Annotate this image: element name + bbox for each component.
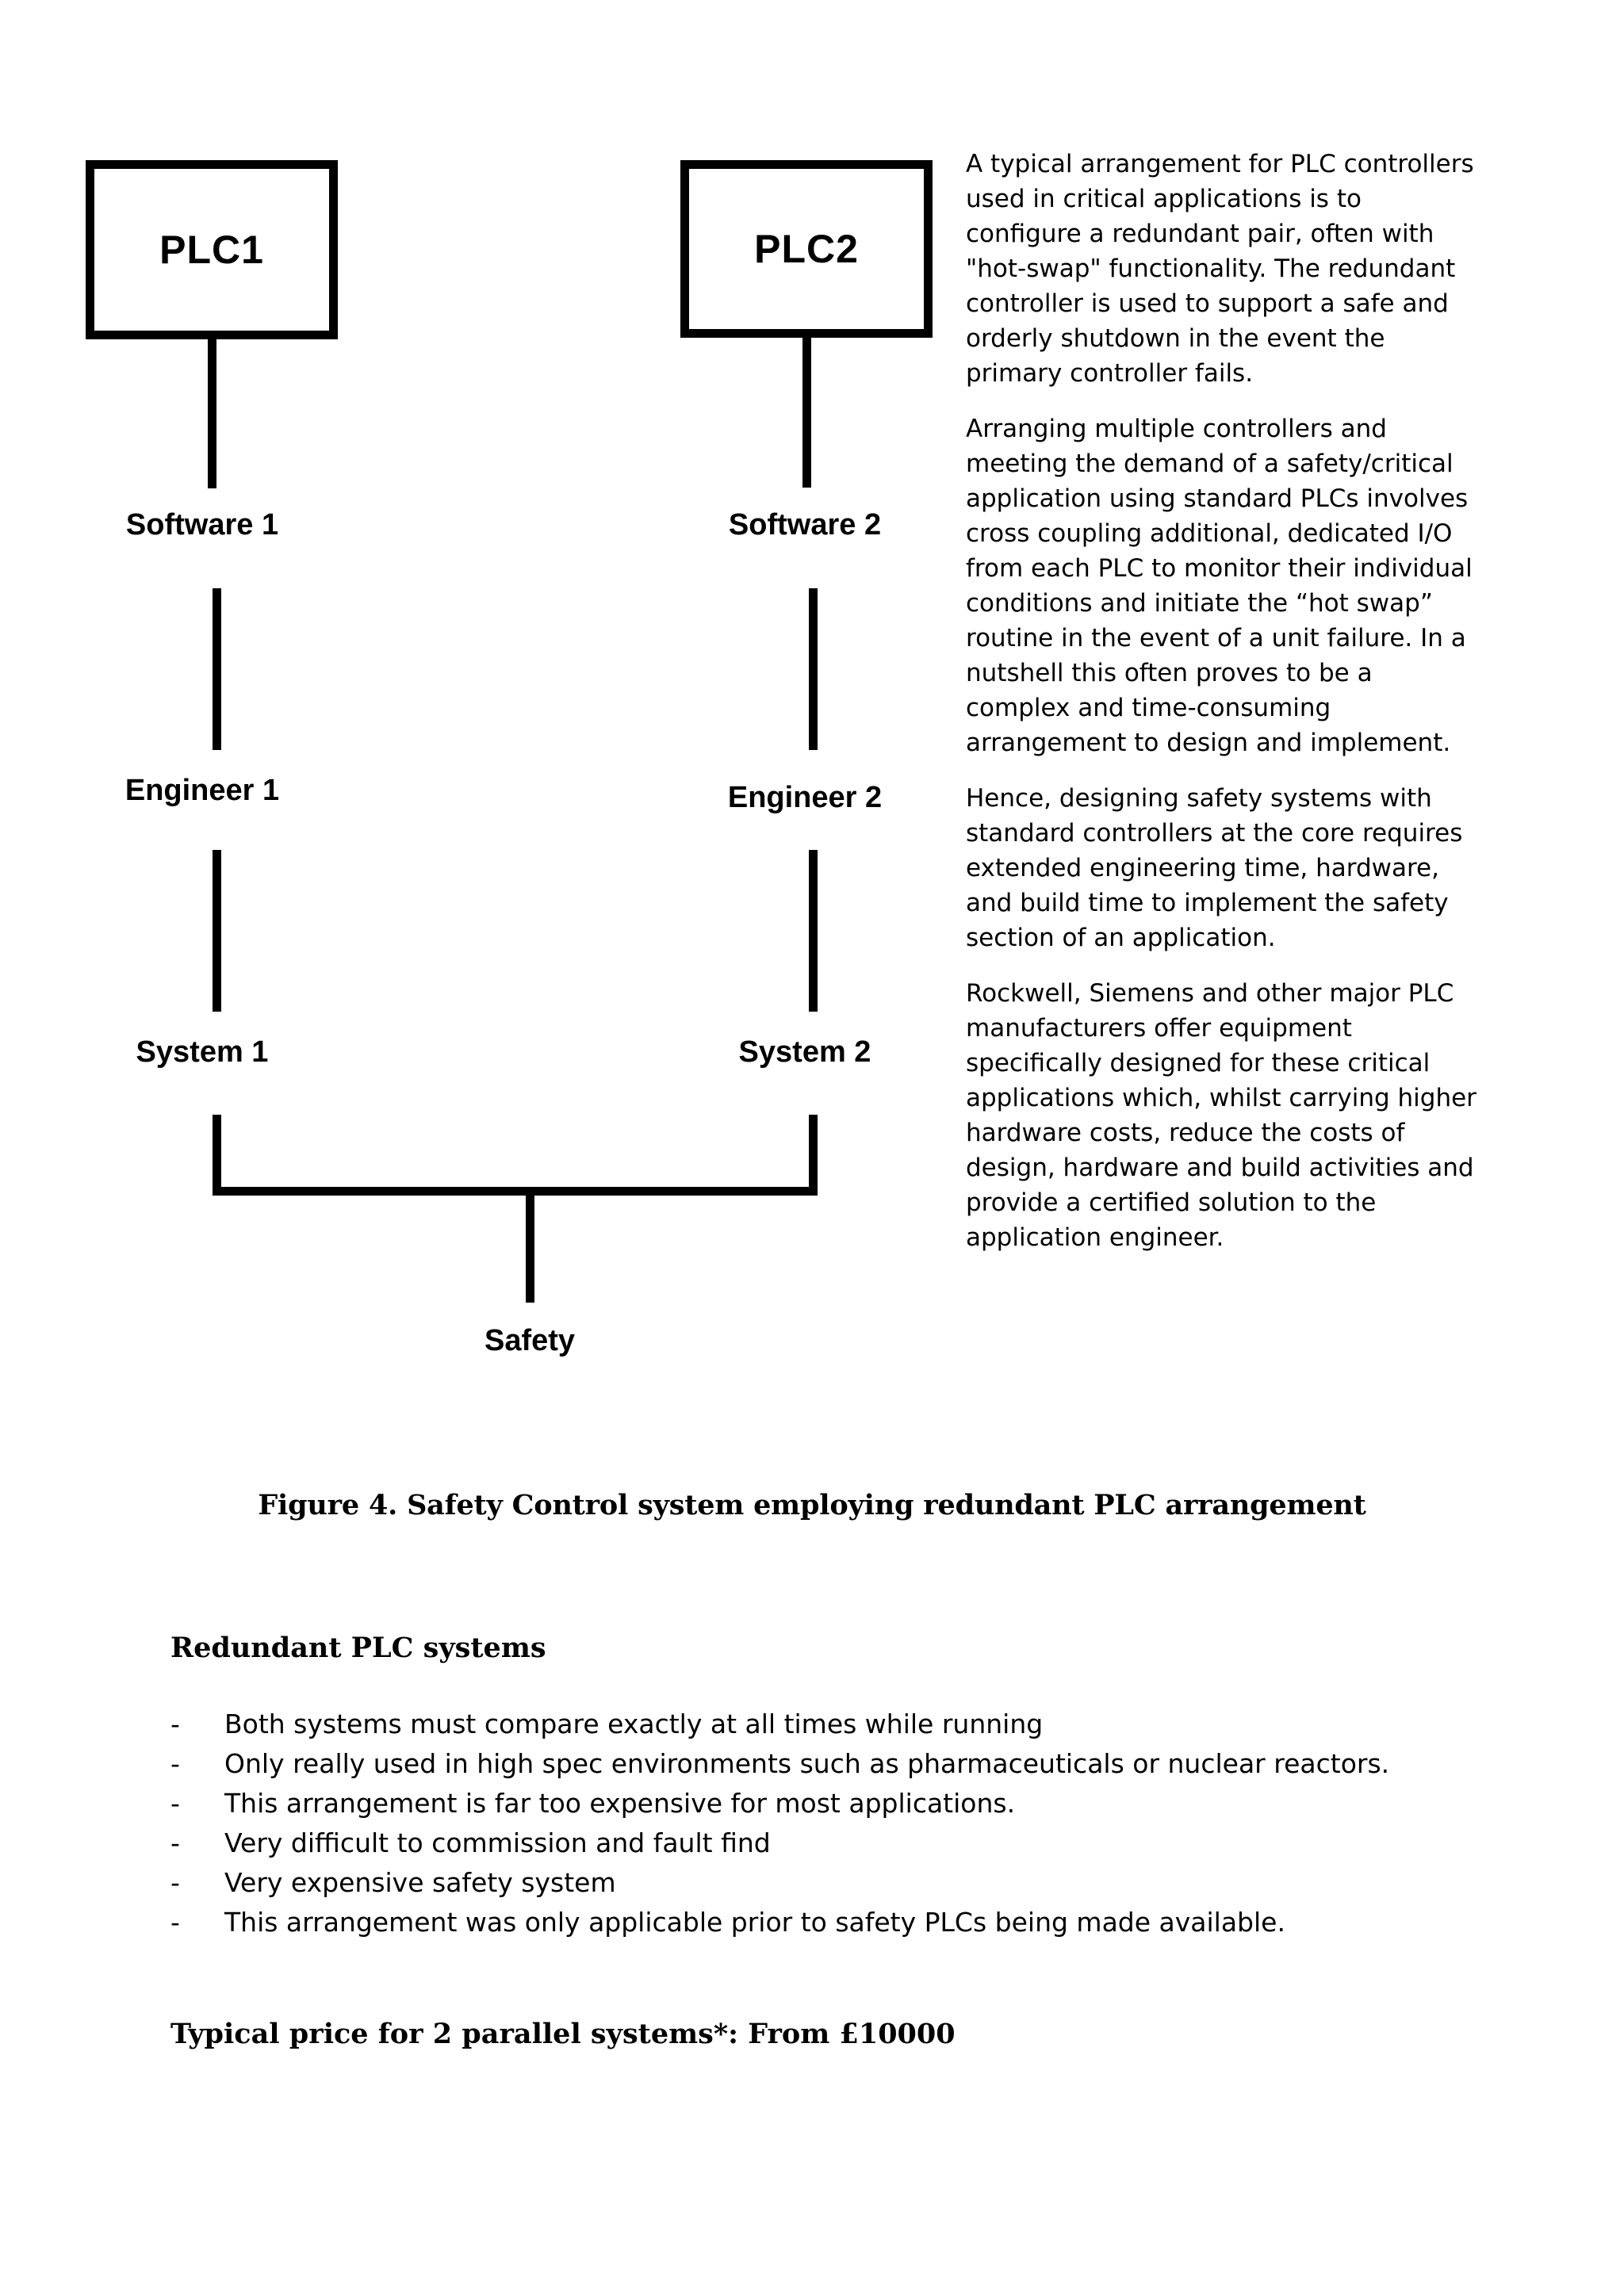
bullet-dash: - <box>170 1709 180 1739</box>
bullet-dash: - <box>170 1827 180 1858</box>
figure-caption: Figure 4. Safety Control system employin… <box>258 1489 1366 1521</box>
connector-engineer2-to-system2 <box>809 850 818 1012</box>
plc2-box: PLC2 <box>680 160 933 338</box>
price-line: Typical price for 2 parallel systems*: F… <box>170 2018 956 2050</box>
node-label-system-1: System 1 <box>136 1035 269 1069</box>
list-item-text: This arrangement is far too expensive fo… <box>224 1788 1016 1819</box>
connector-software1-to-engineer1 <box>213 588 221 750</box>
bullet-dash: - <box>170 1748 180 1779</box>
plc1-box: PLC1 <box>86 160 338 339</box>
paragraph-4: Rockwell, Siemens and other major PLC ma… <box>966 979 1477 1252</box>
list-item-text: Both systems must compare exactly at all… <box>224 1709 1044 1739</box>
list-item: - Both systems must compare exactly at a… <box>170 1705 1438 1743</box>
connector-merge-bus <box>213 1187 818 1196</box>
list-item: - Only really used in high spec environm… <box>170 1745 1438 1783</box>
list-item: - This arrangement is far too expensive … <box>170 1785 1438 1823</box>
list-item: - Very difficult to commission and fault… <box>170 1824 1438 1862</box>
node-label-software-1: Software 1 <box>125 508 279 541</box>
plc1-box-label: PLC1 <box>159 228 264 272</box>
plc2-box-label: PLC2 <box>754 227 859 271</box>
paragraph-3: Hence, designing safety systems with sta… <box>966 784 1463 952</box>
plc-redundancy-diagram: PLC1 PLC2 Software 1 Software 2 Engineer… <box>0 0 936 1395</box>
node-label-safety: Safety <box>484 1324 576 1357</box>
node-label-system-2: System 2 <box>738 1035 871 1069</box>
section-heading: Redundant PLC systems <box>170 1632 546 1664</box>
bullet-dash: - <box>170 1867 180 1898</box>
node-label-engineer-1: Engineer 1 <box>124 774 280 807</box>
list-item-text: Very expensive safety system <box>224 1867 616 1898</box>
node-label-engineer-2: Engineer 2 <box>727 781 883 814</box>
list-item-text: Only really used in high spec environmen… <box>224 1748 1390 1779</box>
bullet-dash: - <box>170 1788 180 1819</box>
lower-content-section: Redundant PLC systems - Both systems mus… <box>170 1632 1519 2050</box>
list-item: - Very expensive safety system <box>170 1864 1438 1902</box>
connector-plc1-to-software1 <box>208 338 216 488</box>
paragraph-2: Arranging multiple controllers and meeti… <box>966 415 1473 757</box>
list-item: - This arrangement was only applicable p… <box>170 1904 1438 1942</box>
list-item-text: Very difficult to commission and fault f… <box>224 1827 771 1858</box>
connector-plc2-to-software2 <box>802 337 811 488</box>
connector-software2-to-engineer2 <box>809 588 818 750</box>
connector-system1-to-bus <box>213 1115 221 1194</box>
list-item-text: This arrangement was only applicable pri… <box>224 1907 1285 1938</box>
explanatory-text-column: A typical arrangement for PLC controller… <box>966 147 1481 1255</box>
paragraph-1: A typical arrangement for PLC controller… <box>966 150 1474 388</box>
connector-bus-to-safety <box>526 1194 534 1303</box>
connector-system2-to-bus <box>809 1115 818 1194</box>
connector-engineer1-to-system1 <box>213 850 221 1012</box>
node-label-software-2: Software 2 <box>728 508 882 541</box>
redundant-plc-bullet-list: - Both systems must compare exactly at a… <box>170 1705 1519 1942</box>
bullet-dash: - <box>170 1907 180 1938</box>
